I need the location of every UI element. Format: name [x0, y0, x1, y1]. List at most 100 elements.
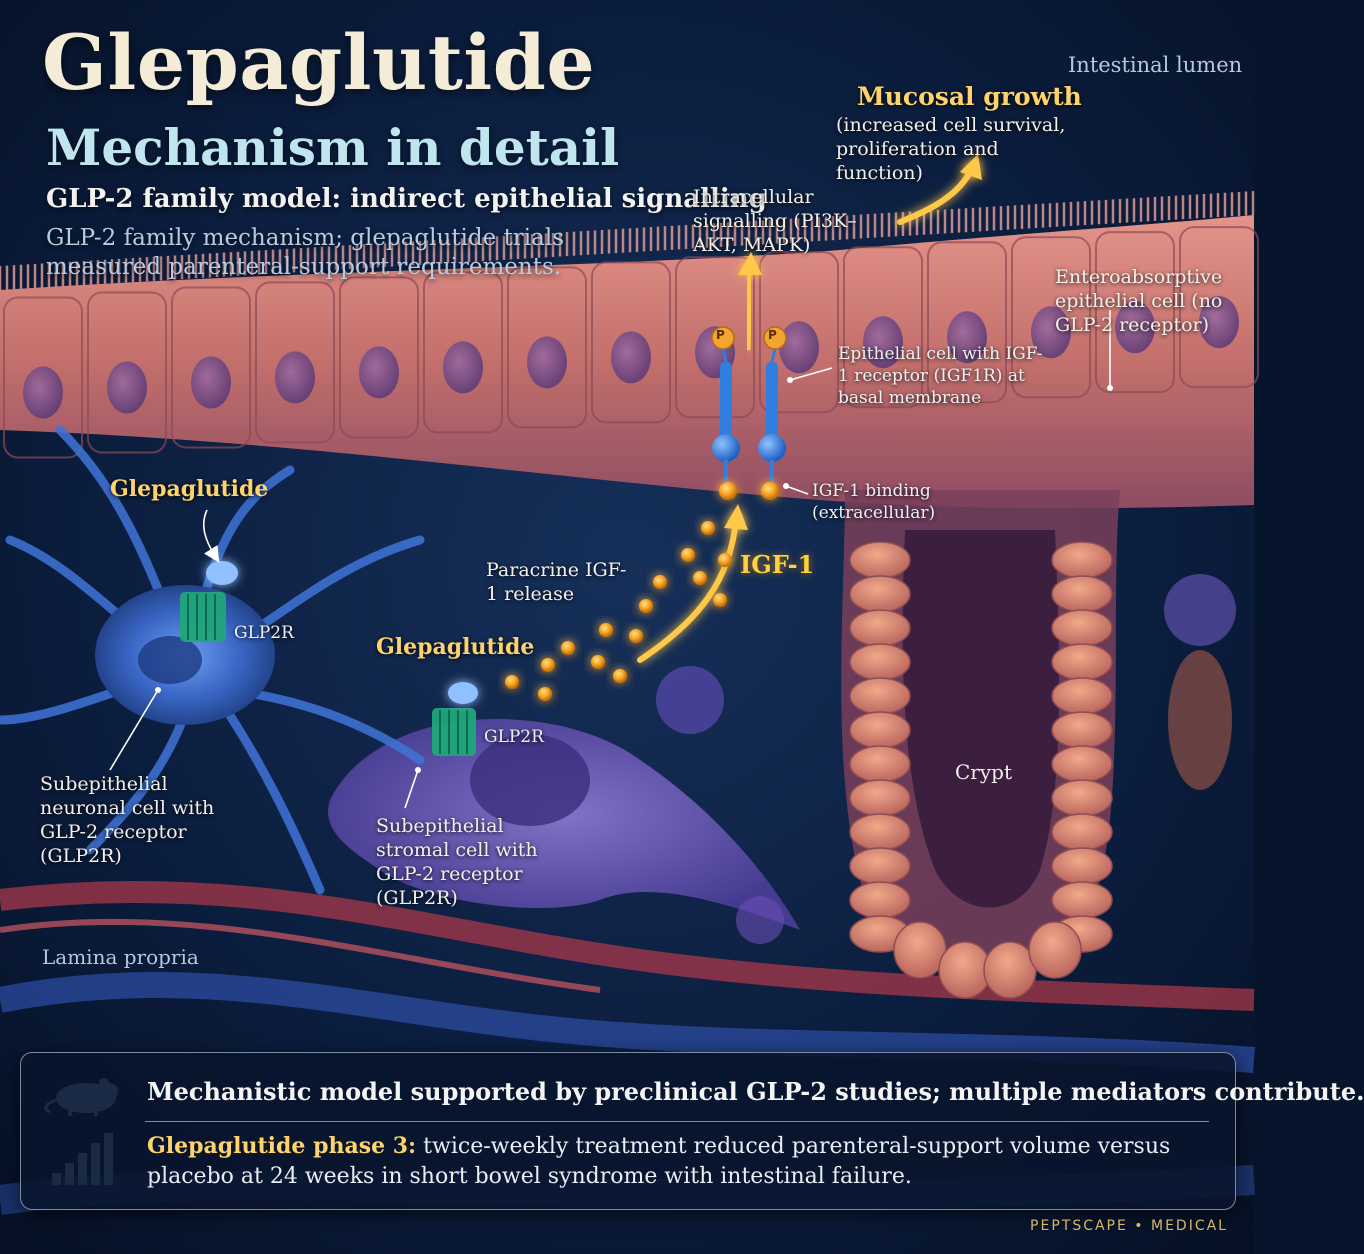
model-heading: GLP-2 family model: indirect epithelial …: [46, 184, 767, 214]
crypt-cell: [938, 941, 992, 999]
igf1-particle: [718, 553, 732, 567]
igf1-particle: [538, 687, 552, 701]
igf1-particle: [681, 548, 695, 562]
cell-nucleus: [947, 311, 987, 364]
crypt-epithelium: [849, 541, 1113, 999]
igf1r-epithelial-label: Epithelial cell with IGF-1 receptor (IGF…: [838, 344, 1043, 408]
cell-nucleus: [443, 341, 483, 394]
crypt-cell: [849, 711, 911, 749]
epithelial-cell: [927, 241, 1007, 404]
igf1-particle: [591, 655, 605, 669]
evidence-panel: Mechanistic model supported by preclinic…: [20, 1052, 1364, 1210]
neuron-cell: [0, 425, 425, 895]
cell-nucleus: [23, 366, 63, 419]
crypt-cell: [849, 575, 911, 613]
crypt-cell: [983, 941, 1037, 999]
cell-nucleus: [275, 351, 315, 404]
epithelial-cell: [1011, 236, 1091, 399]
microvilli-brush-border: [0, 191, 1255, 290]
neuron-glp2r-label: GLP2R: [234, 623, 294, 643]
phospho-badge-2: P: [768, 328, 777, 342]
crypt-cell: [849, 609, 911, 647]
crypt-label: Crypt: [955, 760, 1013, 784]
igf1-particle: [693, 571, 707, 585]
crypt-cell: [1051, 609, 1113, 647]
epithelial-cell: [3, 296, 83, 459]
epithelial-cell: [591, 261, 671, 424]
igf1-particle: [561, 641, 575, 655]
cell-nucleus: [527, 336, 567, 389]
illustration: [0, 0, 1259, 1254]
igf1-particle: [653, 575, 667, 589]
crypt-cell: [849, 677, 911, 715]
epithelial-cell: [675, 256, 755, 419]
crypt-cell: [1051, 575, 1113, 613]
evidence-statement: Mechanistic model supported by preclinic…: [147, 1077, 1364, 1106]
cell-nucleus: [1199, 296, 1239, 349]
phospho-badge-1: P: [716, 328, 725, 342]
stromal-caption: Subepithelial stromal cell with GLP-2 re…: [376, 815, 538, 909]
crypt-cell: [1051, 813, 1113, 851]
trial-statement: Glepaglutide phase 3: twice-weekly treat…: [147, 1131, 1217, 1192]
crypt-cell: [893, 921, 947, 979]
epithelial-cell: [1179, 226, 1259, 389]
cell-nucleus: [359, 346, 399, 399]
igf1-label: IGF-1: [740, 550, 815, 579]
trial-text: twice-weekly treatment reduced parentera…: [147, 1134, 1171, 1189]
cell-nucleus: [779, 321, 819, 374]
neuron-drug-label: Glepaglutide: [110, 476, 269, 502]
igf1-particles: [505, 521, 732, 701]
cell-nucleus: [191, 356, 231, 409]
trial-label: Glepaglutide phase 3:: [147, 1133, 417, 1159]
crypt-cell: [1051, 847, 1113, 885]
epithelial-cell: [171, 286, 251, 449]
epithelial-cell: [339, 276, 419, 439]
enteroabsorptive-cell-label: Enteroabsorptive epithelial cell (no GLP…: [1055, 266, 1223, 336]
enterocyte-row: [3, 226, 1259, 459]
igf1-particle: [599, 623, 613, 637]
igf1-binding-label: IGF-1 binding (extracellular): [812, 481, 936, 523]
epithelial-cell: [507, 266, 587, 429]
glp2r-stromal-receptor: [432, 682, 478, 756]
main-title: Glepaglutide: [42, 18, 596, 107]
igf1-particle: [613, 669, 627, 683]
crypt-cell: [1051, 541, 1113, 579]
neuron-caption: Subepithelial neuronal cell with GLP-2 r…: [40, 773, 215, 867]
crypt-cell: [1051, 643, 1113, 681]
crypt-cell: [1051, 881, 1113, 919]
crypt-cell: [849, 813, 911, 851]
subtitle: Mechanism in detail: [46, 118, 620, 177]
epithelial-cell: [87, 291, 167, 454]
crypt-cell: [1051, 711, 1113, 749]
igf1-receptor-pair: [711, 326, 787, 500]
stromal-drug-label: Glepaglutide: [376, 634, 535, 660]
region-lumen-label: Intestinal lumen: [1068, 53, 1243, 77]
crypt-cell: [1028, 921, 1082, 979]
mucosal-growth-body: (increased cell survival, proliferation …: [836, 114, 1066, 184]
crypt-cell: [849, 541, 911, 579]
crypt-cell: [1051, 779, 1113, 817]
cell-nucleus: [1031, 306, 1071, 359]
paracrine-release-label: Paracrine IGF-1 release: [486, 559, 627, 605]
crypt-cell: [849, 779, 911, 817]
stromal-glp2r-label: GLP2R: [484, 727, 544, 747]
cell-nucleus: [611, 331, 651, 384]
brand-footer: PEPTSCAPE • MEDICAL: [1030, 1218, 1228, 1234]
crypt-cell: [849, 745, 911, 783]
igf1-particle: [713, 593, 727, 607]
crypt-cell: [1051, 745, 1113, 783]
crypt-cell: [849, 643, 911, 681]
igf1-particle: [701, 521, 715, 535]
epithelial-cell: [255, 281, 335, 444]
crypt-cell: [849, 881, 911, 919]
cell-nucleus: [863, 316, 903, 369]
intracellular-signalling-label: Intracellular signalling (PI3K–AKT, MAPK…: [693, 186, 857, 256]
cell-nucleus: [107, 361, 147, 414]
mucosal-growth-heading: Mucosal growth: [857, 82, 1082, 111]
crypt-cell: [849, 847, 911, 885]
model-note: GLP-2 family mechanism; glepaglutide tri…: [46, 225, 565, 280]
glp2r-neuron-receptor: [180, 561, 238, 642]
panel-divider: [145, 1121, 1209, 1122]
lamina-propria-label: Lamina propria: [42, 945, 199, 969]
